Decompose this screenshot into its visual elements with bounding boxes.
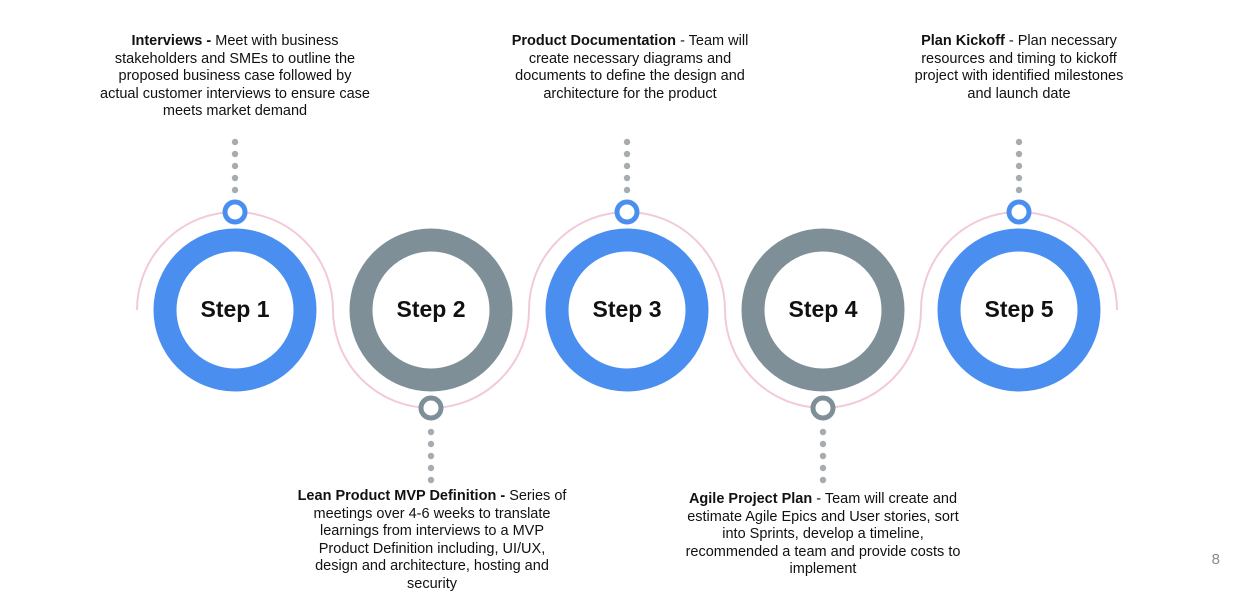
step-5-dotted-leader — [1015, 138, 1023, 194]
step-2-dotted-leader — [427, 428, 435, 484]
step-1-label: Step 1 — [200, 296, 270, 322]
step-3-node — [614, 199, 640, 225]
step-1-text: Meet with business stakeholders and SMEs… — [100, 33, 370, 119]
step-4-node — [810, 395, 836, 421]
step-2-label: Step 2 — [396, 296, 466, 322]
step-5-description: Plan Kickoff - Plan necessary resources … — [903, 33, 1135, 103]
step-5-ring — [937, 228, 1101, 392]
step-4-text: - Team will create and estimate Agile Ep… — [685, 491, 961, 577]
step-2-node — [418, 395, 444, 421]
step-1-description: Interviews - Meet with business stakehol… — [100, 33, 370, 121]
step-4-dotted-leader — [819, 428, 827, 484]
step-4-ring — [741, 228, 905, 392]
step-2-title: Lean Product MVP Definition - — [297, 488, 506, 504]
step-2-ring — [349, 228, 513, 392]
step-3-dotted-leader — [623, 138, 631, 194]
step-1-ring — [153, 228, 317, 392]
step-5-title: Plan Kickoff — [921, 33, 1005, 49]
step-3-text: - Team will create necessary diagrams an… — [515, 33, 749, 102]
step-3-label: Step 3 — [592, 296, 662, 322]
step-4-label: Step 4 — [788, 296, 858, 322]
step-2-description: Lean Product MVP Definition - Series of … — [296, 488, 568, 593]
step-4-description: Agile Project Plan - Team will create an… — [685, 491, 961, 579]
step-3-ring — [545, 228, 709, 392]
page-number: 8 — [1211, 551, 1220, 568]
step-5-label: Step 5 — [984, 296, 1054, 322]
step-3-title: Product Documentation — [511, 33, 677, 49]
step-1-dotted-leader — [231, 138, 239, 194]
step-2-text: Series of meetings over 4-6 weeks to tra… — [313, 488, 567, 592]
step-3-description: Product Documentation - Team will create… — [510, 33, 750, 103]
step-1-title: Interviews - — [131, 33, 212, 49]
step-5-node — [1006, 199, 1032, 225]
step-1-node — [222, 199, 248, 225]
step-5-text: - Plan necessary resources and timing to… — [914, 33, 1124, 102]
step-4-title: Agile Project Plan — [688, 491, 813, 507]
